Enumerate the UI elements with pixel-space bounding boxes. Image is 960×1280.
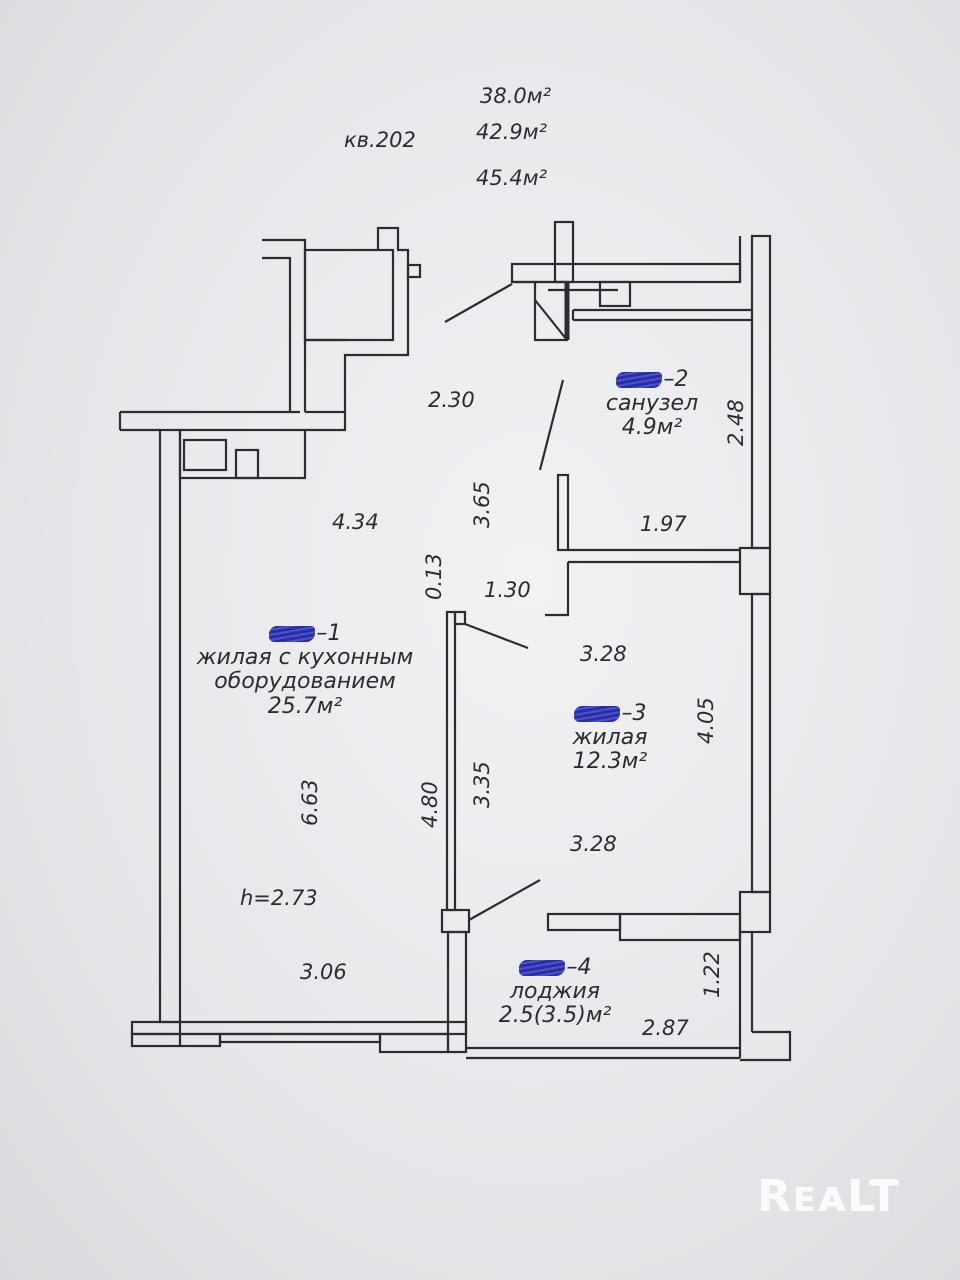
room-number: –2 (663, 367, 689, 392)
dimension-label: 4.34 (332, 510, 379, 534)
dimension-label-vertical: 2.48 (724, 399, 748, 446)
room-name: жилая с кухонным (196, 645, 414, 671)
dimension-label: 3.28 (580, 642, 627, 666)
wall-loggia (466, 912, 792, 1062)
room-number: –1 (316, 621, 342, 646)
room-area: 4.9м² (621, 415, 683, 441)
dimension-label: 1.97 (640, 512, 687, 536)
room-number: –4 (566, 955, 592, 980)
dimension-label: 3.28 (570, 832, 617, 856)
room-area: 25.7м² (267, 693, 343, 719)
wall-partition (440, 610, 541, 1054)
watermark-logo: RᴇᴀLT (757, 1171, 900, 1222)
dimension-label: 2.87 (642, 1016, 689, 1040)
room-number: –3 (621, 701, 647, 726)
dimension-label-vertical: 3.65 (470, 481, 494, 528)
room-area: 12.3м² (572, 749, 648, 775)
area-line-3: 45.4м² (476, 166, 548, 190)
niche-left (178, 428, 307, 480)
marker-scribble (268, 626, 315, 642)
wall-top-right (510, 220, 742, 342)
room-3-label: –3 жилая 12.3м² (530, 701, 690, 775)
room-2-label: –2 санузел 4.9м² (572, 367, 732, 441)
wall-bathroom (538, 308, 752, 617)
room-name: лоджия (509, 979, 601, 1005)
dimension-label: h=2.73 (240, 886, 318, 910)
room-name: санузел (605, 391, 699, 417)
dimension-label: 3.06 (300, 960, 347, 984)
apartment-number: кв.202 (344, 128, 416, 152)
room-area: 2.5(3.5)м² (498, 1003, 612, 1029)
dimension-label-vertical: 3.35 (470, 761, 494, 808)
dimension-label-vertical: 1.22 (700, 951, 724, 998)
area-line-1: 38.0м² (480, 84, 552, 108)
marker-scribble (573, 706, 620, 722)
dimension-label-vertical: 0.13 (422, 553, 446, 600)
wall-right-outer (738, 234, 772, 934)
dimension-label-vertical: 6.63 (298, 779, 322, 826)
dimension-label: 1.30 (484, 578, 531, 602)
marker-scribble (615, 372, 662, 388)
room-name: жилая (572, 725, 648, 751)
wall-bottom (130, 1020, 468, 1054)
marker-scribble (518, 960, 565, 976)
room-4-label: –4 лоджия 2.5(3.5)м² (470, 955, 640, 1029)
dimension-label-vertical: 4.80 (418, 781, 442, 828)
dimension-label-vertical: 4.05 (694, 697, 718, 744)
room-name-cont: оборудованием (214, 669, 396, 695)
dimension-label: 2.30 (428, 388, 475, 412)
room-1-label: –1 жилая с кухонным оборудованием 25.7м² (170, 621, 440, 719)
door-line (444, 283, 513, 323)
area-line-2: 42.9м² (476, 120, 548, 144)
shaft-block (262, 226, 422, 432)
